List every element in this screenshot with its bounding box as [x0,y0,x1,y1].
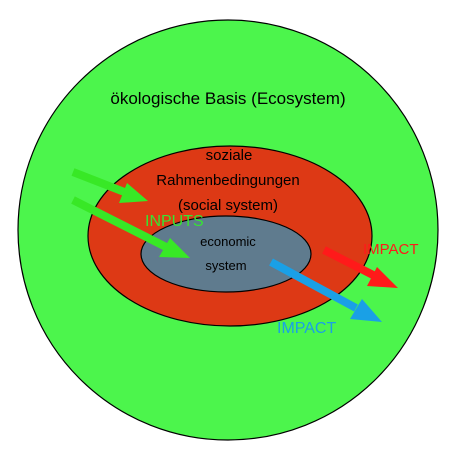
impact-arrow-blue [269,258,382,322]
impact-blue-label: IMPACT [277,320,336,337]
inputs-label: INPUTS [145,213,204,230]
impact-red-label: IMPACT [363,241,419,258]
economic-system-ellipse [140,215,312,293]
economic-label-line1: economic [200,234,256,249]
social-label-line2: Rahmenbedingungen [156,172,299,189]
inputs-arrow-top [71,168,148,203]
social-label-line1: soziale [206,147,253,164]
inputs-arrow-bottom [71,196,190,258]
economic-label-line2: system [205,258,246,273]
ecosystem-label: ökologische Basis (Ecosystem) [110,89,345,108]
impact-arrow-red [322,246,398,288]
social-label-line3: (social system) [178,197,278,214]
